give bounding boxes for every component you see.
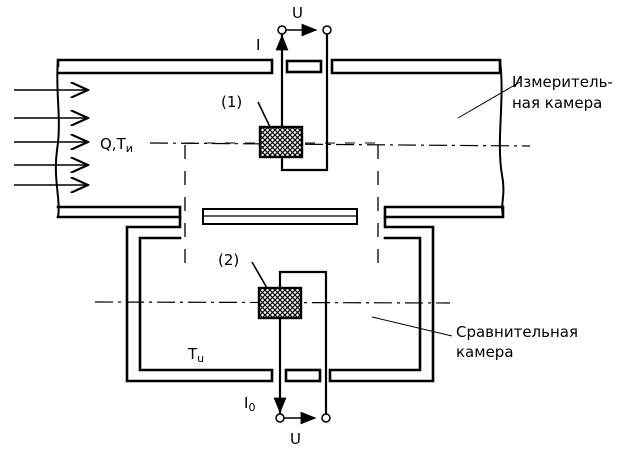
measuring-chamber — [54, 58, 505, 219]
temperature-label-sub: u — [197, 352, 204, 365]
comparison-chamber — [125, 215, 435, 383]
measuring-chamber-label-line1: Измеритель- — [512, 73, 613, 91]
top-terminal-left — [277, 25, 287, 35]
sensor-element-2 — [257, 286, 303, 320]
measuring-chamber-label-line2: ная камера — [512, 94, 602, 112]
separator-plate — [202, 208, 358, 225]
flow-arrows — [14, 90, 88, 185]
temperature-label: Tu — [187, 345, 204, 365]
measuring-chamber-top-wall-left — [56, 58, 274, 75]
voltage-top-label: U — [292, 4, 303, 22]
measuring-chamber-right-edge — [498, 59, 505, 216]
measuring-label-leader — [457, 81, 521, 119]
current-bottom-label-sub: 0 — [248, 401, 255, 414]
comparison-label-leader — [371, 316, 453, 337]
measuring-chamber-bottom-wall-left — [56, 205, 182, 219]
temperature-label-main: T — [187, 345, 198, 363]
bottom-wall-insulator — [284, 368, 322, 383]
voltage-bottom-label: U — [290, 430, 301, 448]
flow-label: Q,Tи — [100, 135, 133, 155]
sensor-circuit-top — [257, 23, 332, 172]
comparison-chamber-label-line2: камера — [456, 343, 514, 361]
sensor-element-1 — [258, 125, 304, 159]
comparison-chamber-wall-right — [328, 215, 435, 383]
current-bottom-label: I0 — [244, 394, 255, 414]
top-wall-insulator — [285, 59, 323, 74]
bottom-circuit-wire — [278, 270, 328, 418]
comparison-axis-line — [94, 301, 451, 304]
sensor-2-leader — [251, 261, 268, 289]
sensor-1-label: (1) — [221, 93, 242, 111]
top-circuit-wire — [280, 30, 329, 172]
bottom-terminal-right — [321, 413, 331, 423]
sensor-1-leader — [257, 101, 271, 128]
top-terminal-right — [322, 25, 332, 35]
comparison-chamber-label-line1: Сравнительная — [456, 323, 578, 341]
current-bottom-label-main: I — [244, 394, 248, 412]
measuring-chamber-top-wall-right — [330, 58, 502, 75]
flow-label-sub: и — [126, 142, 133, 155]
sensor-circuit-bottom — [251, 261, 331, 425]
current-top-label: I — [256, 36, 260, 54]
comparison-chamber-wall-left — [125, 215, 274, 383]
measuring-chamber-left-edge — [54, 59, 60, 218]
bottom-terminal-left — [275, 413, 285, 423]
measuring-chamber-bottom-wall-right — [383, 205, 505, 219]
flow-label-main: Q,T — [100, 135, 127, 153]
sensor-2-label: (2) — [218, 251, 239, 269]
